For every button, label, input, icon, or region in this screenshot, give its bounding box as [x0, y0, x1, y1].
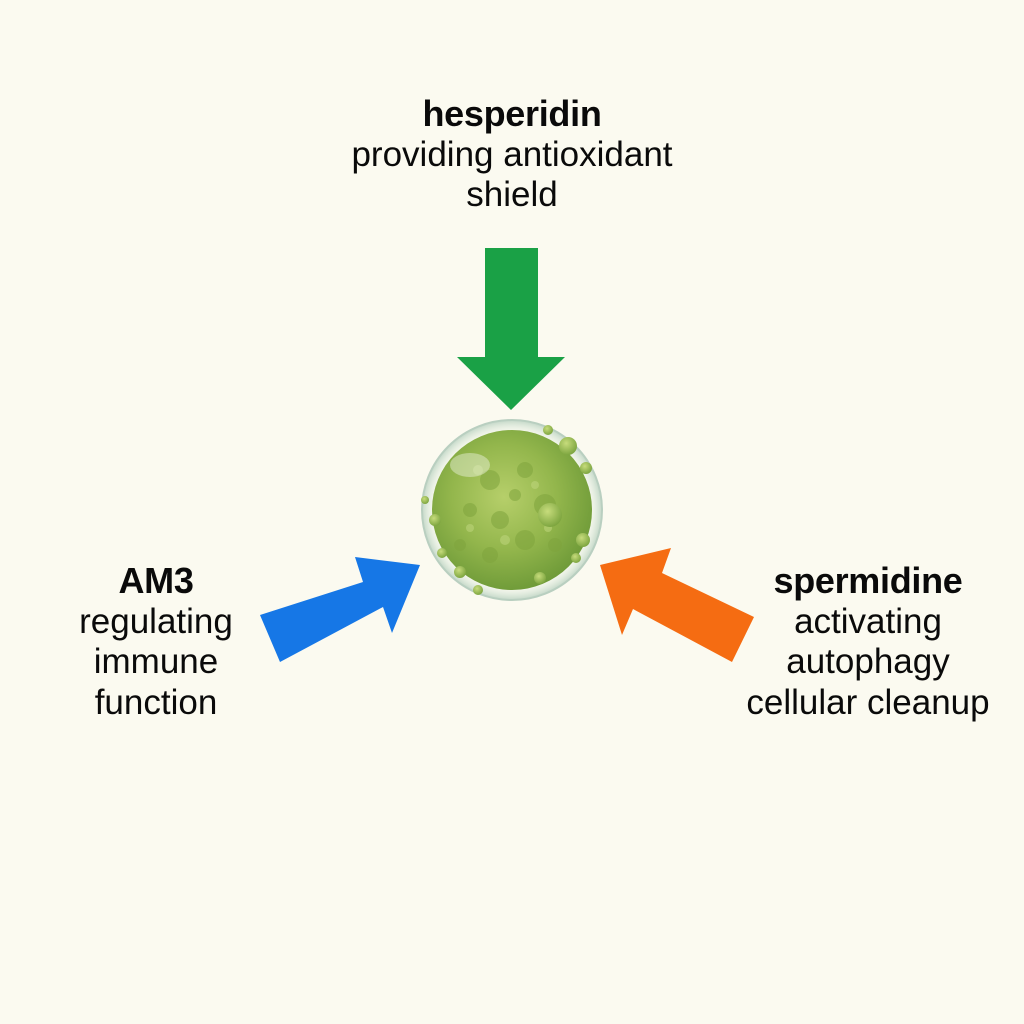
am3-arrow	[260, 557, 420, 662]
spermidine-desc-line1: activating	[794, 601, 942, 641]
hesperidin-desc-line1: providing antioxidant	[351, 134, 673, 174]
am3-desc-line2: immune	[93, 642, 219, 682]
am3-name: AM3	[118, 560, 194, 601]
hesperidin-arrow	[457, 248, 565, 410]
hesperidin-label: hesperidin providing antioxidant shield	[262, 93, 762, 216]
am3-label: AM3 regulating immune function	[40, 560, 272, 724]
hesperidin-desc-line2: shield	[466, 175, 558, 215]
am3-desc-line3: function	[94, 682, 218, 722]
spermidine-arrow	[600, 548, 754, 662]
spermidine-name: spermidine	[773, 560, 963, 601]
spermidine-desc-line2: autophagy	[786, 642, 950, 682]
spermidine-desc-line3: cellular cleanup	[746, 682, 990, 722]
am3-desc-line1: regulating	[79, 601, 233, 641]
spermidine-label: spermidine activating autophagy cellular…	[718, 560, 1018, 724]
cell-icon	[421, 419, 603, 601]
hesperidin-name: hesperidin	[422, 93, 602, 134]
